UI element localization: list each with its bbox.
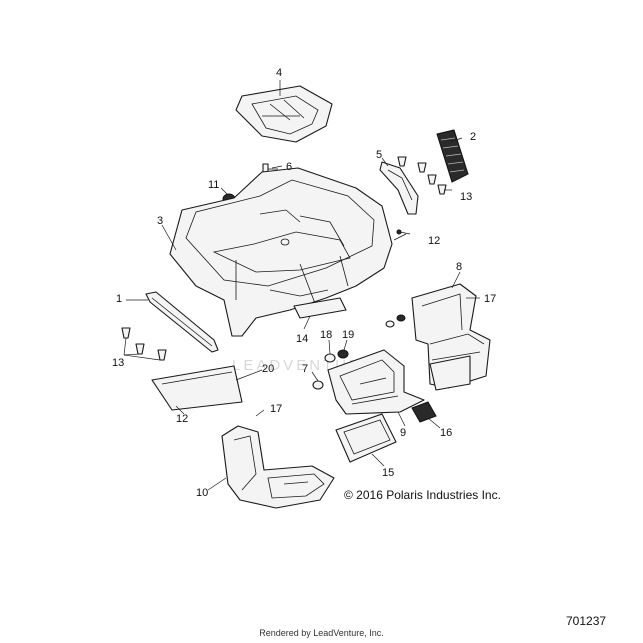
fasteners-upper-right	[397, 156, 447, 195]
part-4-cover	[235, 85, 333, 143]
callout-1: 1	[116, 293, 122, 305]
callout-labels: 4 2 6 5 11 13 3 12 8 1 17 14 18 19 13 20…	[112, 67, 496, 499]
part-8-bin	[411, 283, 491, 391]
callout-6: 6	[286, 161, 292, 173]
part-20-panel	[151, 365, 243, 411]
callout-18: 18	[320, 329, 332, 341]
callout-12-lower: 12	[176, 413, 188, 425]
rendered-by-footer: Rendered by LeadVenture, Inc.	[259, 628, 384, 638]
callout-4: 4	[276, 67, 282, 79]
parts-18-19-nuts	[324, 314, 406, 363]
callout-10: 10	[196, 487, 208, 499]
part-2-vent	[436, 129, 469, 183]
callout-5: 5	[376, 149, 382, 161]
part-1-rail	[145, 291, 219, 353]
part-12-screw	[396, 229, 411, 235]
part-15-plate	[335, 413, 397, 463]
callout-13-lower: 13	[112, 357, 124, 369]
callout-20: 20	[262, 363, 274, 375]
callout-7: 7	[302, 363, 308, 375]
callout-2: 2	[470, 131, 476, 143]
part-5-rail	[379, 161, 419, 215]
part-9-bracket	[327, 349, 425, 415]
callout-3: 3	[157, 215, 163, 227]
diagram-number: 701237	[566, 614, 607, 628]
callout-19: 19	[342, 329, 354, 341]
part-14-pad	[293, 297, 347, 319]
part-7-nut	[312, 380, 324, 390]
callout-8: 8	[456, 261, 462, 273]
callout-15: 15	[382, 467, 394, 479]
callout-16: 16	[440, 427, 452, 439]
copyright-notice: © 2016 Polaris Industries Inc.	[344, 488, 501, 502]
callout-17-lower: 17	[270, 403, 282, 415]
callout-9: 9	[400, 427, 406, 439]
leader-lines	[123, 80, 480, 491]
callout-17-upper: 17	[484, 293, 496, 305]
callout-14: 14	[296, 333, 308, 345]
part-3-cargo-box	[169, 167, 393, 337]
part-10-floor-pan	[221, 425, 335, 509]
fasteners-left	[121, 327, 167, 361]
callout-13-upper: 13	[460, 191, 472, 203]
callout-12-upper: 12	[428, 235, 440, 247]
part-16-switch	[411, 401, 437, 423]
callout-11: 11	[208, 179, 219, 191]
